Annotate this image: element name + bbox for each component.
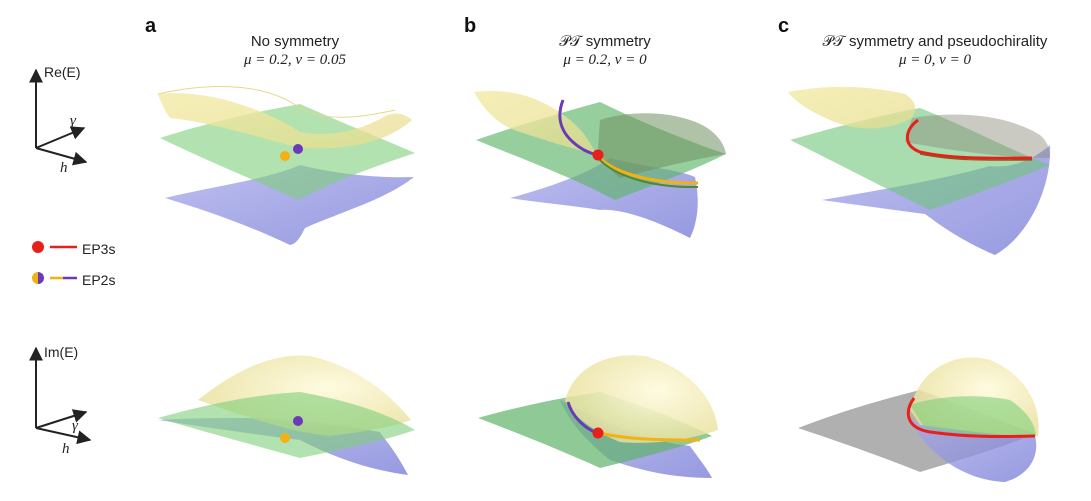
im-axes-icon: [29, 346, 92, 445]
surface-blue: [165, 165, 414, 245]
panel-c-params: μ = 0, ν = 0: [899, 52, 971, 68]
surface-olive: [598, 113, 726, 178]
im-gamma-letter: γ: [72, 418, 78, 434]
panel-a-re-surfaces: [157, 85, 415, 245]
panel-a-params: μ = 0.2, ν = 0.05: [244, 52, 346, 68]
panel-letter-b: b: [464, 15, 477, 37]
ep2-yellow-line: [596, 154, 699, 185]
re-axis-label: Re(E): [44, 64, 81, 80]
panel-c-title-text: 𝒫𝒯 symmetry and pseudochirality: [822, 33, 1048, 50]
panel-c-title: 𝒫𝒯 symmetry and pseudochirality μ = 0, ν…: [790, 32, 1080, 70]
im-axis-label: Im(E): [44, 344, 79, 360]
ep3-line: [906, 397, 1036, 439]
surface-green: [790, 108, 1050, 210]
ep3-dot: [592, 427, 604, 439]
ep2-purple-dot: [293, 416, 303, 426]
surface-green: [910, 396, 1036, 437]
ep3-line: [905, 118, 1033, 160]
im-h-letter: h: [62, 441, 70, 457]
surface-yellow: [158, 93, 412, 149]
legend-ep3-label: EP3s: [82, 241, 116, 257]
legend-ep2-label: EP2s: [82, 272, 116, 288]
panel-letter-a: a: [145, 15, 157, 37]
panel-c-im-surfaces: [798, 357, 1039, 482]
legend-ep3-mark: [32, 241, 77, 253]
panel-a-title: No symmetry μ = 0.2, ν = 0.05: [195, 32, 395, 70]
surface-green: [158, 392, 415, 458]
ep2-green-line: [597, 157, 699, 189]
panel-a-title-text: No symmetry: [250, 33, 340, 50]
surface-yellow-dome: [565, 355, 718, 443]
ep2-purple-dot: [293, 144, 303, 154]
re-axes-icon: [29, 68, 88, 166]
panel-b-im-surfaces: [478, 355, 718, 478]
panel-b-params: μ = 0.2, ν = 0: [563, 52, 647, 68]
surface-yellow: [474, 90, 596, 154]
ep3-dot: [592, 149, 604, 161]
surface-gray-cone: [905, 114, 1050, 158]
panel-c-re-surfaces: [788, 86, 1051, 255]
panel-a-im-surfaces: [158, 355, 415, 475]
panel-letter-c: c: [778, 15, 790, 37]
ep3-line-shadow: [919, 153, 1033, 161]
legend-ep2-mark: [32, 272, 77, 284]
re-h-letter: h: [60, 160, 68, 176]
ep2-yellow-dot: [280, 433, 290, 443]
ep2-yellow-dot: [280, 151, 290, 161]
panel-b-title-text: 𝒫𝒯 symmetry: [559, 33, 651, 50]
surface-yellow: [788, 86, 916, 129]
panel-b-re-surfaces: [474, 90, 726, 238]
re-gamma-letter: γ: [70, 113, 76, 129]
ep2-yellow-line: [598, 431, 701, 442]
panel-b-title: 𝒫𝒯 symmetry μ = 0.2, ν = 0: [505, 32, 705, 70]
surface-yellow-upper: [157, 85, 396, 118]
